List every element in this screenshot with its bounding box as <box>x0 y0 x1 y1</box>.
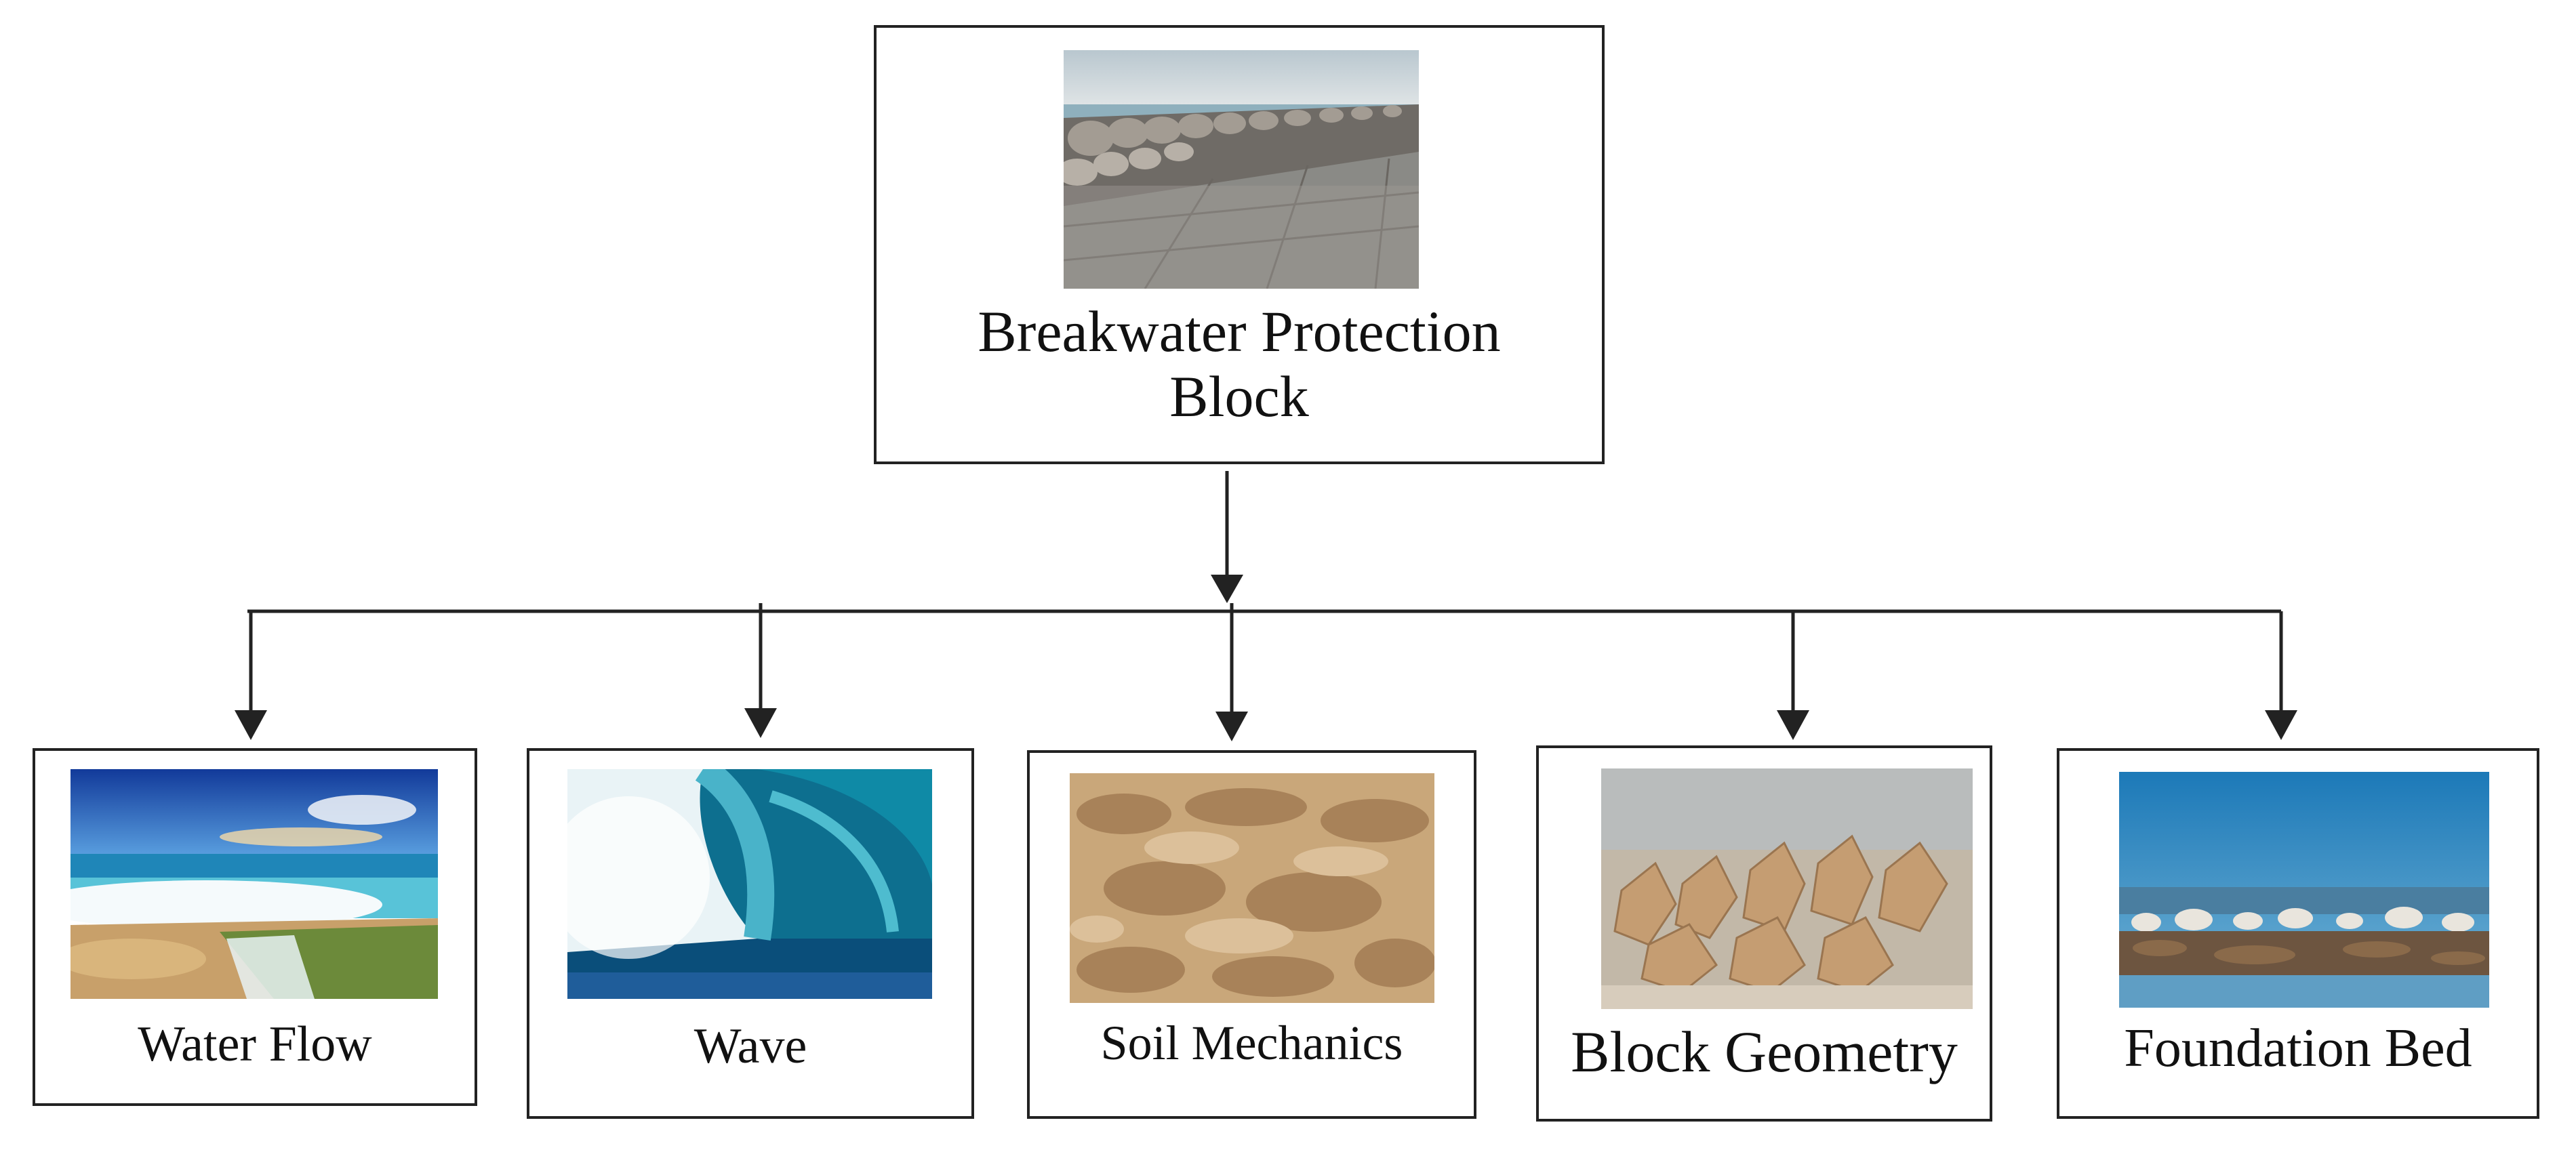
arrowhead-water-flow <box>235 710 267 740</box>
arrowhead-wave <box>744 708 777 738</box>
child-node-soil-mechanics: Soil Mechanics <box>1027 750 1476 1119</box>
child-label-soil-mechanics: Soil Mechanics <box>1100 1016 1403 1070</box>
root-label-line1: Breakwater Protection <box>978 299 1501 364</box>
child-node-block-geometry: Block Geometry <box>1536 745 1992 1122</box>
arrowhead-block-geometry <box>1777 710 1809 740</box>
breakwater-photo <box>1064 50 1419 289</box>
child-label-wave: Wave <box>693 1019 807 1074</box>
beach-surf-photo <box>71 769 438 999</box>
root-label-line2: Block <box>1169 364 1309 430</box>
sand-photo <box>1070 773 1434 1003</box>
child-node-water-flow: Water Flow <box>33 748 477 1106</box>
child-label-foundation-bed: Foundation Bed <box>2124 1019 2472 1078</box>
arrowhead-soil-mechanics <box>1215 712 1248 741</box>
rocky-shore-photo <box>2119 772 2489 1008</box>
arrowhead-foundation-bed <box>2265 710 2297 740</box>
tetrapod-blocks-photo <box>1601 768 1973 1009</box>
root-node: Breakwater Protection Block <box>874 25 1605 464</box>
root-label: Breakwater Protection Block <box>877 299 1602 430</box>
child-label-water-flow: Water Flow <box>138 1016 372 1072</box>
root-arrowhead <box>1211 575 1243 603</box>
child-node-wave: Wave <box>527 748 974 1119</box>
curling-wave-photo <box>567 769 932 999</box>
child-node-foundation-bed: Foundation Bed <box>2057 748 2539 1119</box>
child-label-block-geometry: Block Geometry <box>1571 1019 1958 1084</box>
